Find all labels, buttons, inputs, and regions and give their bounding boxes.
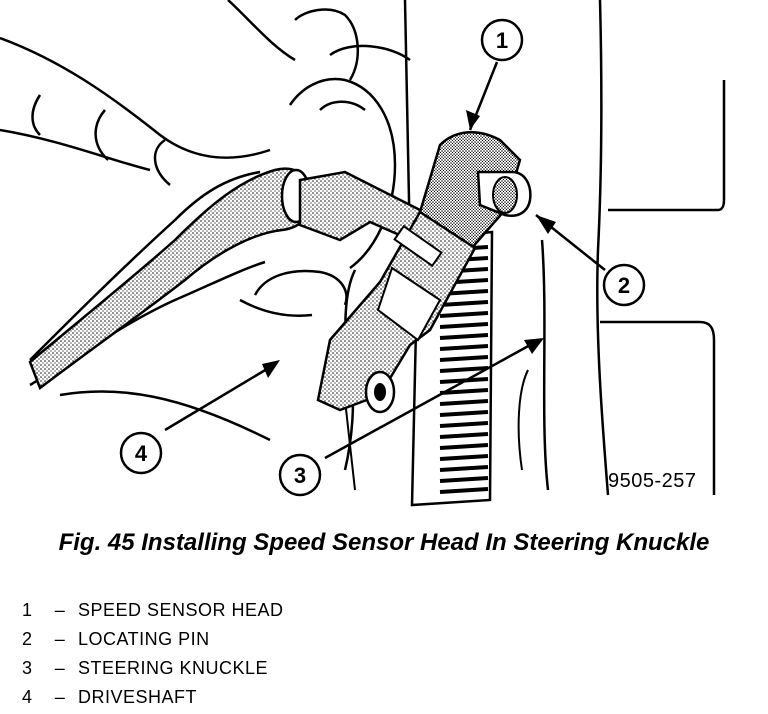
legend-label: STEERING KNUCKLE bbox=[78, 658, 269, 678]
tooth bbox=[439, 399, 489, 406]
illustration: 1 2 3 4 bbox=[0, 0, 726, 507]
leader-arrowheads bbox=[262, 110, 556, 378]
legend-number: 3 bbox=[22, 658, 33, 678]
callout-3-label: 3 bbox=[294, 463, 306, 488]
leader-3 bbox=[324, 342, 533, 460]
steering-knuckle bbox=[403, 0, 726, 496]
legend-dash: – bbox=[54, 687, 66, 707]
legend-item: 1 – SPEED SENSOR HEAD bbox=[22, 596, 284, 625]
callout-4-label: 4 bbox=[135, 441, 148, 466]
tooth bbox=[439, 322, 489, 329]
legend: 1 – SPEED SENSOR HEAD 2 – LOCATING PIN 3… bbox=[22, 596, 284, 712]
tooth bbox=[439, 410, 489, 417]
tooth bbox=[439, 487, 489, 494]
legend-label: LOCATING PIN bbox=[78, 629, 210, 649]
callout-4: 4 bbox=[119, 431, 163, 475]
locating-pin bbox=[476, 170, 532, 217]
hub bbox=[227, 0, 411, 491]
tooth bbox=[439, 366, 489, 373]
tooth bbox=[439, 432, 489, 439]
figure-id: 9505-257 bbox=[608, 470, 697, 492]
legend-dash: – bbox=[54, 600, 66, 620]
legend-label: SPEED SENSOR HEAD bbox=[78, 600, 284, 620]
tooth bbox=[439, 388, 489, 395]
legend-number: 1 bbox=[22, 600, 33, 620]
tooth bbox=[439, 333, 489, 340]
legend-item: 2 – LOCATING PIN bbox=[22, 625, 284, 654]
legend-label: DRIVESHAFT bbox=[78, 687, 198, 707]
legend-dash: – bbox=[54, 658, 66, 678]
legend-number: 2 bbox=[22, 629, 33, 649]
legend-dash: – bbox=[54, 629, 66, 649]
tooth bbox=[439, 465, 489, 472]
tooth bbox=[439, 344, 489, 351]
tooth bbox=[439, 300, 489, 307]
callout-3: 3 bbox=[278, 453, 322, 497]
tooth bbox=[439, 454, 489, 461]
callout-2-label: 2 bbox=[618, 273, 630, 298]
figure-caption: Fig. 45 Installing Speed Sensor Head In … bbox=[58, 529, 710, 556]
tooth bbox=[439, 311, 489, 318]
callout-1-label: 1 bbox=[496, 28, 508, 53]
callout-1: 1 bbox=[480, 18, 524, 62]
driveshaft bbox=[0, 36, 348, 442]
legend-item: 4 – DRIVESHAFT bbox=[22, 683, 284, 712]
tooth bbox=[439, 443, 489, 450]
leader-lines bbox=[164, 61, 606, 460]
legend-number: 4 bbox=[22, 687, 33, 707]
tooth bbox=[439, 421, 489, 428]
leader-4 bbox=[164, 364, 273, 432]
tooth bbox=[439, 476, 489, 483]
tooth bbox=[439, 355, 489, 362]
legend-item: 3 – STEERING KNUCKLE bbox=[22, 654, 284, 683]
callout-2: 2 bbox=[602, 263, 646, 307]
